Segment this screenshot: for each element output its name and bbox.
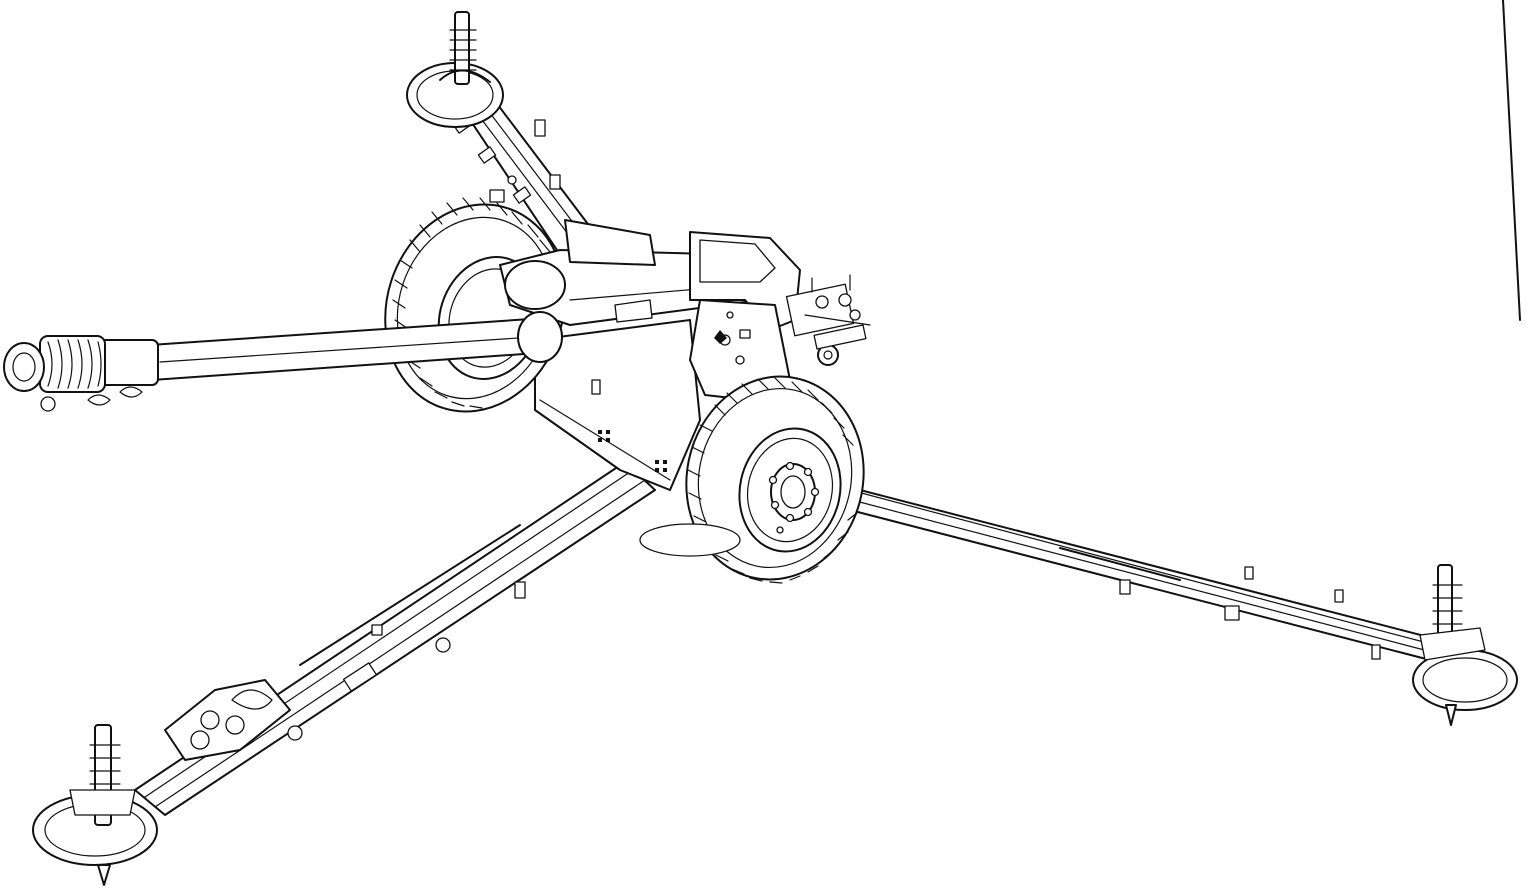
page-edge-line <box>1502 0 1521 321</box>
right-wheel-spade-plate <box>639 523 741 557</box>
sight-assembly <box>785 274 871 366</box>
right-wheel-hub <box>738 427 842 553</box>
lower-carriage <box>534 319 701 491</box>
cradle <box>499 219 761 363</box>
right-trail-leg <box>839 477 1441 661</box>
left-trail-leg <box>134 461 656 816</box>
right-trail-spade <box>1412 564 1518 726</box>
rear-trail-spade <box>406 11 504 128</box>
left-trail-spade <box>32 724 158 886</box>
elevating-mechanism <box>689 299 791 401</box>
left-trail-latch <box>164 679 291 761</box>
muzzle-brake <box>3 335 159 412</box>
